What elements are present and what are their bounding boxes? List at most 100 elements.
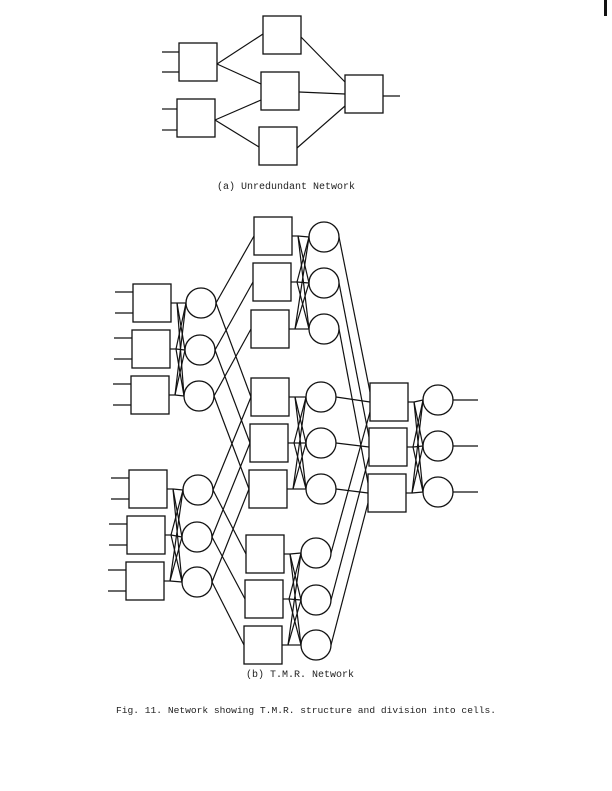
inter-cell-line (335, 488, 369, 494)
voter-input-line (172, 488, 184, 491)
middle-cell-1-voter-2 (308, 267, 340, 299)
voter-input-line (172, 488, 183, 538)
middle-cell-3-module-2 (244, 579, 284, 619)
inter-cell-line (212, 396, 252, 491)
voter-input-line (296, 236, 310, 283)
module-box-a2 (176, 98, 216, 138)
voter-input-line (296, 281, 310, 284)
voter-input-line (174, 302, 187, 396)
module-box-a1 (178, 42, 218, 82)
voter-input-line (293, 396, 307, 444)
left-cell-1-voter-3 (183, 380, 215, 412)
connection-line (216, 33, 264, 65)
inter-cell-line (211, 442, 251, 538)
voter-input-line (411, 491, 424, 494)
module-box-a4 (260, 71, 300, 111)
voter-input-line (169, 489, 184, 582)
voter-input-line (288, 552, 302, 600)
left-cell-1-module-3 (130, 375, 170, 415)
inter-cell-line (338, 282, 370, 438)
voter-input-line (296, 281, 310, 330)
connection-line (216, 63, 262, 85)
voter-input-line (172, 488, 183, 583)
inter-cell-line (330, 456, 370, 601)
inter-cell-line (338, 328, 369, 484)
voter-input-line (412, 399, 424, 448)
voter-input-line (294, 282, 310, 330)
inter-cell-line (335, 442, 370, 448)
inter-cell-line (213, 328, 252, 397)
middle-cell-1-module-2 (252, 262, 292, 302)
left-cell-1-voter-2 (184, 334, 216, 366)
connection-line (298, 91, 346, 95)
output-cell-module-3 (367, 473, 407, 513)
connection-line (300, 36, 346, 83)
unredundant-network (162, 15, 400, 166)
voter-input-line (292, 442, 307, 490)
inter-cell-line (211, 581, 245, 646)
voter-input-line (292, 396, 307, 490)
output-cell-voter-3 (422, 476, 454, 508)
voter-input-line (169, 536, 183, 582)
middle-cell-2-module-1 (250, 377, 290, 417)
caption-b: (b) T.M.R. Network (246, 669, 354, 681)
tmr-connections (108, 235, 478, 646)
voter-input-line (289, 553, 302, 601)
left-cell-2-module-3 (125, 561, 165, 601)
scan-edge-mark (604, 0, 607, 16)
middle-cell-3-voter-2 (300, 584, 332, 616)
middle-cell-1-module-1 (253, 216, 293, 256)
voter-input-line (294, 236, 310, 330)
voter-input-line (170, 489, 184, 536)
middle-cell-3-voter-1 (300, 537, 332, 569)
left-cell-1-module-2 (131, 329, 171, 369)
tmr-elements (125, 216, 454, 665)
inter-cell-line (215, 302, 252, 398)
inter-cell-line (335, 396, 371, 403)
middle-cell-2-module-3 (248, 469, 288, 509)
middle-cell-3-module-3 (243, 625, 283, 665)
voter-input-line (413, 399, 424, 403)
inter-cell-line (330, 502, 369, 646)
connection-line (296, 105, 346, 149)
voter-input-line (169, 580, 183, 583)
tmr-network (108, 216, 478, 665)
inter-cell-line (213, 395, 250, 490)
inter-cell-line (214, 349, 251, 444)
middle-cell-3-module-1 (245, 534, 285, 574)
voter-input-line (174, 349, 186, 396)
inter-cell-line (212, 489, 247, 555)
output-cell-module-2 (368, 427, 408, 467)
module-box-a6 (344, 74, 384, 114)
middle-cell-1-voter-3 (308, 313, 340, 345)
voter-input-line (297, 235, 310, 238)
middle-cell-2-voter-3 (305, 473, 337, 505)
module-box-a5 (258, 126, 298, 166)
left-cell-1-module-1 (132, 283, 172, 323)
module-box-a3 (262, 15, 302, 55)
voter-input-line (175, 302, 187, 350)
figure-caption: Fig. 11. Network showing T.M.R. structur… (116, 705, 496, 716)
voter-input-line (287, 599, 302, 646)
middle-cell-2-module-2 (249, 423, 289, 463)
connection-line (214, 119, 260, 148)
voter-input-line (289, 552, 302, 555)
inter-cell-line (214, 281, 254, 351)
inter-cell-line (215, 235, 255, 304)
left-cell-2-module-1 (128, 469, 168, 509)
inter-cell-line (338, 236, 371, 393)
output-cell-module-1 (369, 382, 409, 422)
left-cell-2-voter-2 (181, 521, 213, 553)
output-cell-voter-1 (422, 384, 454, 416)
middle-cell-1-voter-1 (308, 221, 340, 253)
voter-input-line (287, 552, 302, 646)
voter-input-line (411, 445, 424, 494)
middle-cell-2-voter-1 (305, 381, 337, 413)
middle-cell-1-module-3 (250, 309, 290, 349)
voter-input-line (174, 394, 185, 397)
left-cell-1-voter-1 (185, 287, 217, 319)
inter-cell-line (211, 488, 250, 583)
voter-input-line (411, 399, 424, 494)
middle-cell-2-voter-2 (305, 427, 337, 459)
